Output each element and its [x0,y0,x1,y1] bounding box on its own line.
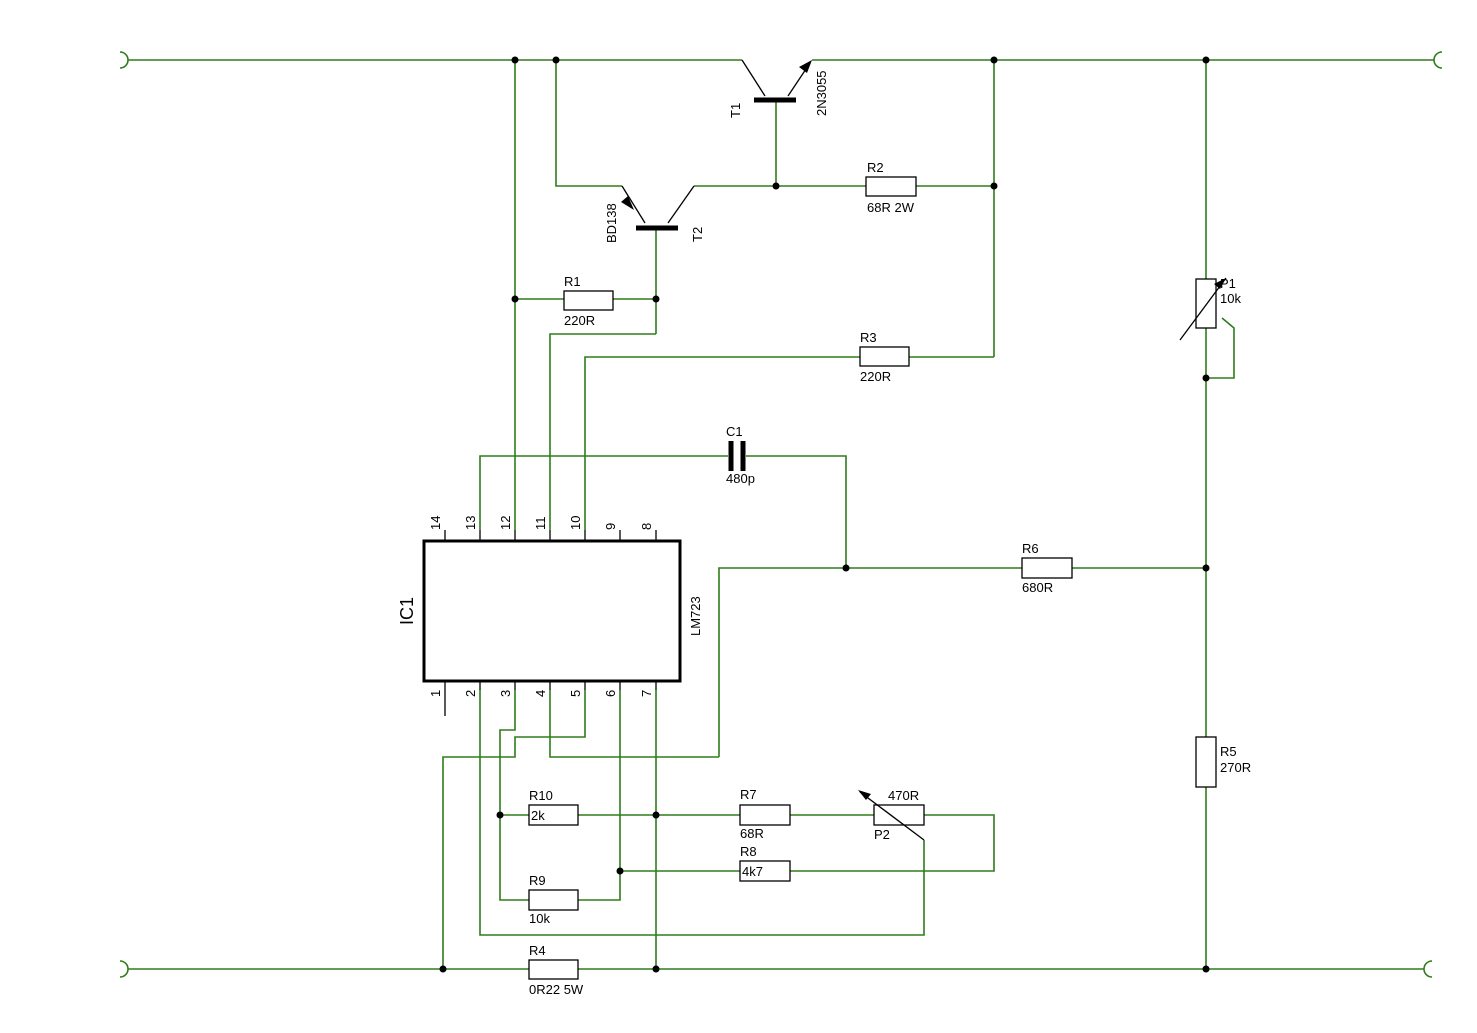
resistor-r10[interactable]: R10 2k [528,788,579,826]
ic1-pin-label: 3 [498,690,513,697]
terminals [119,51,1443,978]
capacitor-c1[interactable]: C1 480p [726,424,755,486]
terminal-top-left[interactable] [119,51,129,69]
p1-ref: P1 [1220,276,1236,291]
p1-adjust-arrow-icon [1214,278,1226,289]
resistor-r6[interactable]: R6 680R [1021,541,1073,595]
c1-ref: C1 [726,424,743,439]
ic1-pin-label: 2 [463,690,478,697]
resistor-r3[interactable]: R3 220R [859,330,910,384]
r8-value: 4k7 [742,864,763,879]
t2-emitter-arrow-icon [621,196,634,210]
ic1-pin-label: 1 [428,690,443,697]
r7-value: 68R [740,826,764,841]
c1-value: 480p [726,471,755,486]
potentiometer-p1[interactable]: P1 10k [1179,276,1241,341]
ic1-pin-label: 13 [463,516,478,530]
r8-ref: R8 [740,844,757,859]
resistor-r5[interactable]: R5 270R [1195,736,1251,788]
resistor-r8[interactable]: R8 4k7 [739,844,791,882]
resistor-r2[interactable]: R2 68R 2W [865,160,917,215]
resistor-r9[interactable]: R9 10k [528,873,579,926]
terminal-top-right[interactable] [1433,51,1443,69]
r6-value: 680R [1022,580,1053,595]
ic1-pin-label: 14 [428,516,443,530]
r3-value: 220R [860,369,891,384]
r7-ref: R7 [740,787,757,802]
t2-ref: T2 [690,227,705,242]
r4-value: 0R22 5W [529,982,584,997]
ic1-pin-label: 10 [568,516,583,530]
ic1-pin-label: 9 [603,523,618,530]
resistor-r7[interactable]: R7 68R [739,787,791,841]
r9-ref: R9 [529,873,546,888]
ic1-pin-label: 12 [498,516,513,530]
transistor-t1[interactable]: T1 2N3055 [728,59,829,118]
t2-value: BD138 [604,203,619,243]
r3-ref: R3 [860,330,877,345]
terminal-bottom-right[interactable] [1423,960,1433,978]
transistor-t2[interactable]: BD138 T2 [604,185,705,243]
wires [128,59,1434,970]
p1-value: 10k [1220,291,1241,306]
r5-value: 270R [1220,760,1251,775]
potentiometer-p2[interactable]: 470R P2 [858,788,925,842]
ic1-pin-label: 4 [533,690,548,697]
r4-ref: R4 [529,943,546,958]
ic1-ref: IC1 [397,597,417,625]
ic1-pin-label: 5 [568,690,583,697]
terminal-bottom-left[interactable] [119,960,129,978]
t1-emitter-arrow-icon [799,60,812,73]
r6-ref: R6 [1022,541,1039,556]
p2-ref: P2 [874,827,890,842]
r5-ref: R5 [1220,744,1237,759]
ic1-pin-label: 7 [639,690,654,697]
ic1-lm723[interactable]: IC1 LM723 14 13 12 11 10 9 8 1 2 3 4 5 6… [397,516,703,716]
t1-ref: T1 [728,103,743,118]
r2-ref: R2 [867,160,884,175]
r1-value: 220R [564,313,595,328]
resistor-r1[interactable]: R1 220R [563,274,614,328]
r1-ref: R1 [564,274,581,289]
ic1-pin-label: 6 [603,690,618,697]
r10-value: 2k [531,808,545,823]
p2-value: 470R [888,788,919,803]
ic1-type: LM723 [688,596,703,636]
ic1-pin-label: 11 [533,517,548,531]
r2-value: 68R 2W [867,200,915,215]
r9-value: 10k [529,911,550,926]
resistor-r4[interactable]: R4 0R22 5W [528,943,584,997]
r10-ref: R10 [529,788,553,803]
ic1-pin-label: 8 [639,523,654,530]
p2-adjust-arrow-icon [858,790,871,800]
junction-dots [439,56,1210,973]
t1-value: 2N3055 [814,70,829,116]
